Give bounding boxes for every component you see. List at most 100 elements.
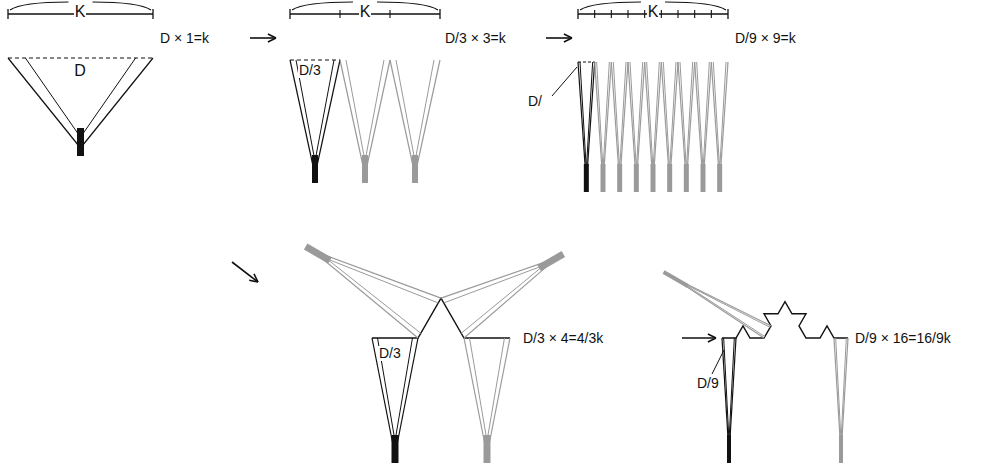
tripod-leg (729, 338, 734, 441)
figure-label: D (73, 62, 87, 80)
tripod-leg (620, 62, 626, 169)
tripod-leg (415, 60, 440, 175)
tripod-leg (713, 62, 719, 169)
step-arrow (232, 262, 258, 282)
tripod-leg (487, 338, 504, 441)
tripod-leg (630, 62, 636, 169)
tripod-mast (651, 164, 656, 192)
tripod-leg (8, 58, 81, 148)
tripod-leg (365, 60, 390, 175)
figure-label: D/3 × 4=4/3k (523, 331, 603, 346)
tripod-leg (313, 251, 418, 338)
step-arrow (250, 37, 276, 39)
tripod-leg (697, 62, 703, 169)
tripod-leg (603, 62, 609, 169)
arrow-head (564, 34, 572, 42)
tripod-leg (647, 62, 653, 169)
step-arrow (546, 37, 572, 39)
arrow-head (249, 274, 258, 282)
tripod-leg (841, 338, 846, 441)
tripod-leg (313, 251, 441, 299)
leader-line (552, 67, 577, 96)
tripod-leg (81, 58, 154, 148)
tripod-mast (727, 435, 731, 463)
division-tick (644, 10, 645, 18)
tripod-leg (415, 60, 434, 161)
tripod-leg (365, 60, 384, 161)
tripod-leg (390, 60, 415, 175)
arrow-head (708, 334, 716, 342)
end-tick (577, 9, 578, 19)
figure-label: D/ (528, 94, 542, 109)
tripod-mast (484, 435, 491, 463)
tripod-leg (461, 265, 544, 333)
division-tick (339, 10, 340, 18)
figure-label: D/9 × 16=16/9k (855, 331, 951, 346)
tripod-mast (664, 272, 688, 286)
dashed-width (290, 60, 340, 61)
tripod-leg (636, 62, 642, 169)
division-tick (661, 10, 662, 18)
tripod-mast (667, 164, 672, 192)
end-tick (152, 9, 153, 19)
division-tick (611, 10, 612, 18)
tripod-mast (601, 164, 606, 192)
tripod-leg (686, 62, 692, 169)
bracket-arc (580, 2, 641, 10)
tripod-leg (613, 62, 619, 169)
figure-label: D/9 (697, 376, 719, 391)
tripod-leg (653, 62, 659, 169)
figure-label: D × 1=k (160, 31, 209, 46)
figure-label: D/3 (378, 346, 402, 361)
tripod-mast (839, 435, 843, 463)
tripod-mast (617, 164, 622, 192)
tripod-mast (306, 247, 330, 261)
dashed-width (578, 62, 595, 63)
figure-label: K (359, 3, 372, 21)
tripod-leg (346, 60, 365, 161)
bracket-arc (377, 2, 438, 10)
tripod-mast (701, 164, 706, 192)
tripod-leg (580, 62, 586, 169)
tripod-leg (597, 62, 603, 169)
bracket-arc (665, 2, 726, 10)
division-tick (711, 10, 712, 18)
tripod-leg (680, 62, 686, 169)
figure-label: D/3 × 3=k (445, 31, 506, 46)
tripod-mast (634, 164, 639, 192)
figure-label: D/9 × 9=k (735, 31, 796, 46)
tripod-mast (362, 155, 368, 183)
end-tick (289, 9, 290, 19)
tripod-mast (717, 164, 722, 192)
bracket-arc (292, 2, 353, 10)
tripod-leg (470, 338, 487, 441)
tripod-leg (327, 259, 439, 303)
tripod-leg (703, 62, 709, 169)
tripod-leg (327, 259, 421, 334)
tripod-leg (81, 58, 136, 137)
tripod-leg (682, 283, 770, 328)
bracket-arc (93, 2, 152, 10)
division-tick (677, 10, 678, 18)
tripod-leg (836, 338, 841, 441)
koch-curve (722, 302, 848, 338)
tripod-mast (77, 128, 84, 156)
tripod-leg (340, 60, 365, 175)
tripod-leg (724, 338, 729, 441)
end-tick (439, 9, 440, 19)
tripod-leg (663, 62, 669, 169)
tripod-mast (684, 164, 689, 192)
tripod-mast (539, 254, 563, 268)
end-tick (7, 9, 8, 19)
figure-label: K (74, 3, 87, 21)
koch-curve (372, 298, 510, 338)
division-tick (627, 10, 628, 18)
arrow-head (268, 34, 276, 42)
step-arrow (682, 337, 716, 339)
division-tick (594, 10, 595, 18)
dashed-width (8, 57, 153, 58)
tripod-leg (670, 62, 676, 169)
tripod-leg (396, 60, 415, 161)
